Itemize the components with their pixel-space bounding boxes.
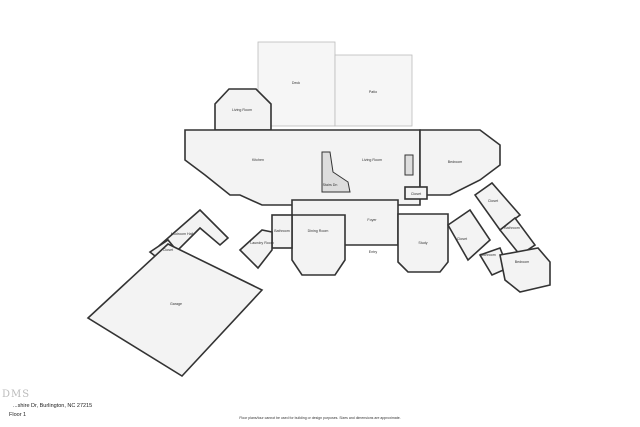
address: ...shire Dr, Burlington, NC 27215 <box>13 403 93 409</box>
closet-1-area <box>404 186 428 200</box>
disclaimer: Floor plans/tour cannot be used for buil… <box>239 416 401 420</box>
label-closet-2: Closet <box>163 248 173 252</box>
label-laundry-room: Laundry Room <box>250 241 274 245</box>
bedroom-2-area <box>499 247 551 293</box>
label-mud-hall: Mudroom Hall <box>171 232 194 236</box>
label-bathroom-3: Bathroom <box>480 253 496 257</box>
closet-4-area <box>473 181 522 232</box>
label-bedroom-2: Bedroom <box>515 260 530 264</box>
label-patio: Patio <box>369 90 377 94</box>
stairs-area <box>321 151 351 193</box>
study-area <box>397 213 449 273</box>
label-foyer: Foyer <box>367 218 377 222</box>
floor-label: Floor 1 <box>9 412 27 418</box>
main-body <box>184 129 421 206</box>
label-bedroom-1: Bedroom <box>448 160 463 164</box>
label-dining-room: Dining Room <box>308 229 329 233</box>
label-closet-1: Closet <box>411 192 421 196</box>
label-kitchen: Kitchen <box>252 158 264 162</box>
label-stairs: Stairs Dn <box>323 183 338 187</box>
dining-room-area <box>291 214 346 276</box>
label-closet-4: Closet <box>488 199 498 203</box>
label-bathroom-1: Bathroom <box>274 229 290 233</box>
label-bathroom-2: Bathroom <box>504 226 520 230</box>
fireplace <box>404 154 414 176</box>
label-living-room-1: Living Room <box>232 108 252 112</box>
patio-area <box>334 54 413 127</box>
label-garage: Garage <box>170 302 182 306</box>
label-entry: Entry <box>369 250 378 254</box>
watermark-logo: DMS <box>2 389 31 400</box>
garage-area <box>86 243 264 378</box>
closet-3-area <box>446 208 492 262</box>
label-closet-3: Closet <box>457 237 467 241</box>
label-living-room-2: Living Room <box>362 158 382 162</box>
label-study: Study <box>418 241 427 245</box>
label-deck: Deck <box>292 81 300 85</box>
laundry-room-area <box>238 229 273 270</box>
bathroom-2-area <box>498 216 537 257</box>
